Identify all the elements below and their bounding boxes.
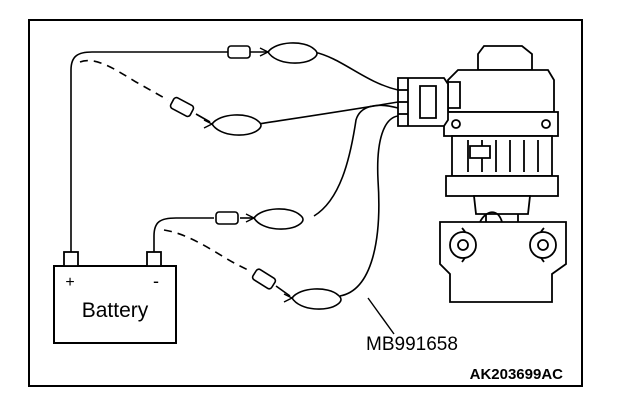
alligator-clips xyxy=(203,42,342,310)
battery-negative-terminal xyxy=(146,251,162,267)
fuse-icon xyxy=(168,95,196,119)
clip-icon xyxy=(259,42,318,64)
valve-connector xyxy=(397,77,449,127)
harness-fuses xyxy=(168,45,278,291)
figure-code: AK203699AC xyxy=(470,366,564,383)
clip-icon xyxy=(203,114,262,136)
fuse-icon xyxy=(215,211,239,225)
battery-positive-terminal xyxy=(63,251,79,267)
clip-icon xyxy=(245,208,304,230)
battery: + - Battery xyxy=(53,251,177,344)
figure-frame xyxy=(28,19,583,387)
battery-positive-sign: + xyxy=(65,274,74,291)
battery-negative-sign: - xyxy=(153,271,159,291)
egr-valve xyxy=(439,45,567,303)
tool-label: MB991658 xyxy=(366,334,458,355)
fuse-icon xyxy=(250,267,278,291)
fuse-icon xyxy=(227,45,251,59)
battery-label: Battery xyxy=(82,299,149,322)
clip-icon xyxy=(283,288,342,310)
tool-label-leader xyxy=(367,297,395,335)
battery-body xyxy=(53,265,177,344)
test-harness-wires xyxy=(70,51,399,297)
